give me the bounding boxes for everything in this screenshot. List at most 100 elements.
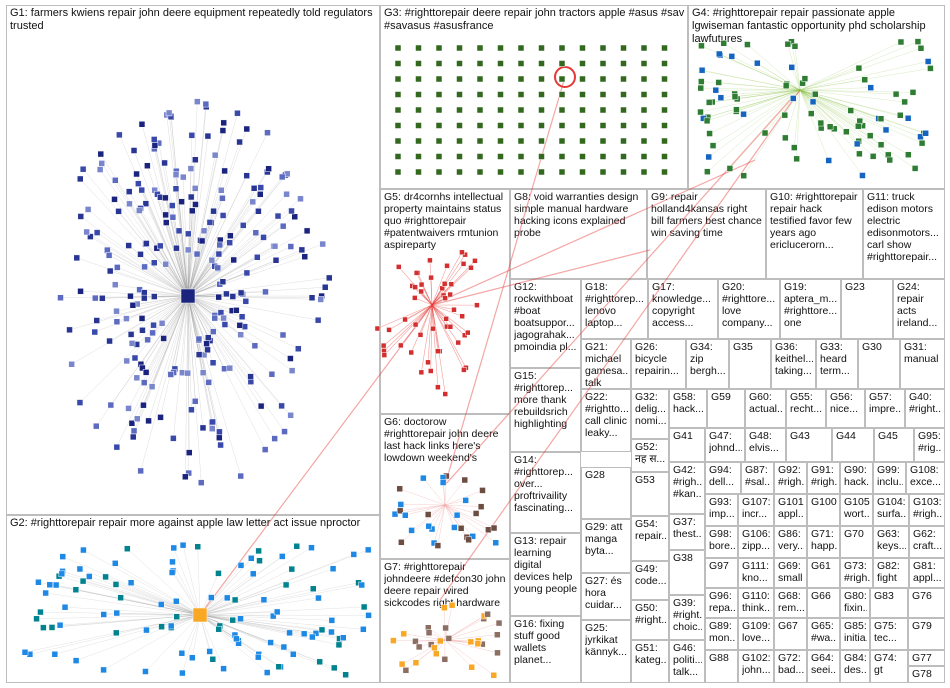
g6-edge [437,504,446,546]
g2-node [310,585,317,592]
g5-edge [416,272,433,306]
group-panel-g59: G59 [707,389,745,428]
g3-node [620,137,627,145]
g1-edge [187,155,216,297]
g1-node [113,443,121,451]
g5-node [412,284,418,290]
g2-node [358,581,365,589]
g5-node [461,367,467,373]
g4-edge [736,89,801,110]
g3-node [435,91,443,98]
g1-edge [187,128,248,297]
g1-node [93,229,101,236]
g4-node [715,79,722,86]
g2-node [76,565,84,573]
g1-node [255,207,262,215]
g1-node [242,298,250,305]
g1-node [271,242,279,250]
g3-node [599,153,607,160]
group-label-g69: G69: small [778,560,803,584]
g6-node [397,501,405,508]
g4-edge [799,89,847,132]
g4-edge [799,89,822,124]
g2-edge [199,614,344,638]
g7-node [448,601,456,609]
g4-node [927,65,934,72]
g4-node [826,123,834,131]
g2-node [169,558,176,566]
g3-node [517,153,525,160]
group-panel-g96: G96: repa... [705,588,738,618]
g3-node [558,60,566,67]
g1-node [216,434,223,441]
group-panel-g86: G86: very... [774,526,807,558]
g3-node [620,106,627,114]
g1-edge [136,173,189,297]
g1-node [106,267,114,275]
g3-node [579,168,586,176]
g2-node [328,617,336,624]
g2-node [127,579,135,586]
g1-node [199,424,207,432]
g3-node [579,106,586,114]
g2-node [318,626,326,634]
g1-node [288,367,296,374]
group-label-g77: G77 [912,652,932,664]
cross-cluster-edge [431,249,651,306]
g3-node [661,122,668,129]
g3-node [579,60,586,67]
g2-node [158,623,165,630]
g2-edge [182,614,201,674]
g1-edge [160,245,189,297]
g4-node [861,76,868,83]
g1-node [184,369,191,377]
g2-edge [79,568,201,616]
g7-node [474,640,482,647]
g1-edge [187,174,286,297]
g2-node [113,629,120,637]
g1-edge [118,211,189,297]
group-label-g29: G29: att manga byta... [585,521,623,557]
group-panel-g15: G15: #righttorep... more thank rebuildsr… [510,368,581,452]
g4-node [869,153,877,160]
group-label-g87: G87: #sal... [745,464,771,488]
g3-node [435,137,443,145]
g7-node [433,650,440,657]
g4-edge [799,89,860,122]
g2-edge [115,563,201,616]
group-panel-g88: G88 [705,650,738,683]
cross-cluster-edge [431,159,756,306]
g1-node [271,435,278,442]
g1-node [136,207,143,214]
g3-node [476,75,484,83]
g2-node [220,665,227,672]
g2-edge [116,614,201,634]
g1-node [184,246,192,254]
g1-edge [79,295,189,403]
g2-node [42,589,49,597]
group-panel-g42: G42: #righ... #kan... [669,462,705,514]
g3-node [517,168,525,176]
g4-node [811,90,819,98]
g4-edge [799,89,858,145]
g2-node [56,621,64,629]
g4-node [715,50,723,58]
g1-node [134,415,141,423]
g1-edge [173,295,189,373]
g3-node [640,60,648,67]
g4-edge [707,89,801,122]
g3-node [415,91,422,98]
g2-node [86,573,93,580]
g3-node [415,60,422,67]
g3-node [640,106,648,114]
g1-node [278,173,286,181]
g4-node [866,132,874,139]
g1-edge [187,175,247,297]
g1-edge [187,194,287,297]
g6-edge [444,504,455,528]
g5-edge [431,304,468,333]
g3-node [538,60,545,67]
g1-edge [141,295,189,319]
g2-edge [199,588,314,616]
group-panel-g45: G45 [874,428,914,462]
